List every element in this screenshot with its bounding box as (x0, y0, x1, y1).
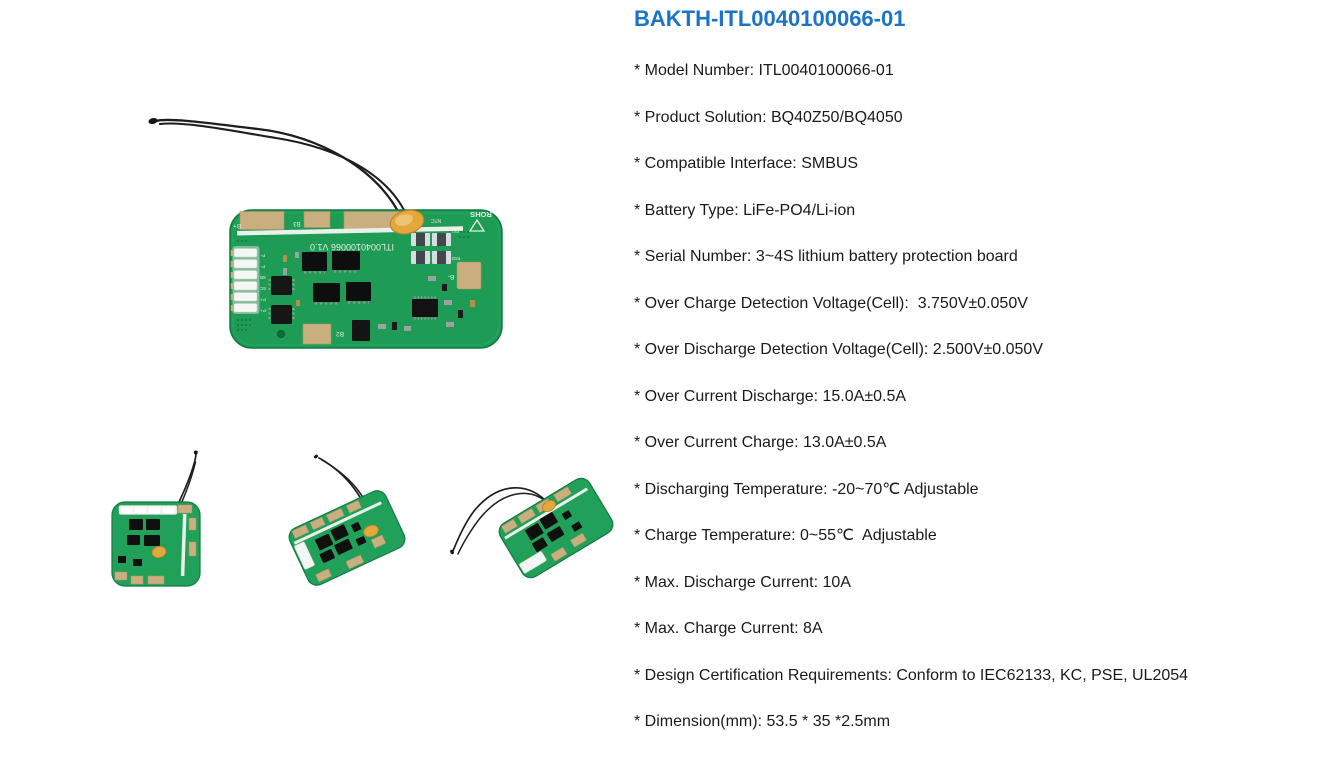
svg-text:SB: SB (260, 275, 266, 280)
spec-line-battery-type: * Battery Type: LiFe-PO4/Li-ion (634, 201, 856, 219)
rs1-label: RS1 (451, 229, 460, 234)
thumb3-glue-blob (542, 499, 556, 513)
pad-label-b3: B3 (293, 220, 301, 226)
thermistor-wires (148, 117, 411, 223)
sense-resistors (411, 233, 451, 264)
product-photo-thumbnail-1[interactable] (90, 440, 220, 610)
thumb2-glue-blob (363, 524, 379, 538)
ntc-label: NTC (430, 217, 441, 223)
spec-line-dimension: * Dimension(mm): 53.5 * 35 *2.5mm (634, 713, 891, 730)
product-title: BAKTH-ITL0040100066-01 (634, 6, 906, 31)
logo-triangle-icon (468, 218, 486, 232)
pad-label-b2: B2 (336, 330, 344, 337)
connector-pin-labels: P- P- SB SC P+ P+ (259, 253, 266, 313)
product-photo-thumbnail-3[interactable] (430, 430, 620, 590)
svg-text:P-: P- (260, 253, 265, 258)
svg-text:P-: P- (260, 264, 265, 269)
thumb1-board (111, 501, 201, 587)
thumb3-wires (450, 487, 552, 555)
via-dots (237, 231, 469, 331)
mosfet-chips (302, 251, 371, 305)
rohs-label: ROHS (470, 210, 492, 219)
thermistor-bead (148, 117, 158, 125)
product-details: BAKTH-ITL0040100066-01 * Model Number: I… (634, 6, 1304, 758)
pad-label-bminus: B- (448, 273, 455, 280)
spec-line-compatible-interface: * Compatible Interface: SMBUS (634, 155, 859, 172)
spec-line-charge-temperature: * Charge Temperature: 0~55℃ Adjustable (634, 527, 937, 544)
spec-line-model-number: * Model Number: ITL0040100066-01 (634, 62, 894, 79)
spec-line-discharging-temperature: * Discharging Temperature: -20~70℃ Adjus… (634, 480, 979, 498)
spec-line-over-discharge-voltage: * Over Discharge Detection Voltage(Cell)… (634, 341, 1043, 358)
gauge-ic (412, 296, 438, 320)
pad-label-bplus: B+ (233, 222, 241, 229)
board-part-number: ITL0040100066 V1.0 (310, 242, 394, 252)
thumb1-glue-blob (151, 545, 167, 559)
main-board: ITL0040100066 V1.0 ROHS NTC B+ B3 B1 B2 … (229, 209, 503, 349)
spec-line-design-certification: * Design Certification Requirements: Con… (634, 666, 1189, 684)
spec-line-max-charge-current: * Max. Charge Current: 8A (634, 620, 823, 637)
mount-hole (277, 330, 285, 338)
connector-pads (230, 246, 260, 314)
glue-blob (389, 209, 425, 235)
svg-text:SC: SC (259, 286, 266, 291)
thumb2-board (288, 490, 406, 586)
thumb3-board (498, 477, 614, 579)
spec-line-serial-number: * Serial Number: 3~4S lithium battery pr… (634, 248, 1018, 265)
product-photo-main: ITL0040100066 V1.0 ROHS NTC B+ B3 B1 B2 … (148, 117, 503, 349)
silkscreen-text: ITL0040100066 V1.0 ROHS NTC B+ B3 B1 B2 … (233, 210, 492, 337)
spec-line-max-discharge-current: * Max. Discharge Current: 10A (634, 573, 851, 591)
spec-line-product-solution: * Product Solution: BQ40Z50/BQ4050 (634, 108, 903, 126)
svg-text:P+: P+ (260, 297, 266, 302)
rs2-label: RS2 (451, 256, 460, 261)
ic-chips (268, 276, 295, 324)
svg-text:P+: P+ (260, 308, 266, 313)
spec-line-over-charge-voltage: * Over Charge Detection Voltage(Cell): 3… (634, 294, 1028, 312)
product-photo-thumbnail-2[interactable] (270, 440, 420, 600)
spec-line-over-current-charge: * Over Current Charge: 13.0A±0.5A (634, 434, 887, 451)
passive-components (277, 252, 475, 341)
spec-line-over-current-discharge: * Over Current Discharge: 15.0A±0.5A (634, 387, 907, 405)
